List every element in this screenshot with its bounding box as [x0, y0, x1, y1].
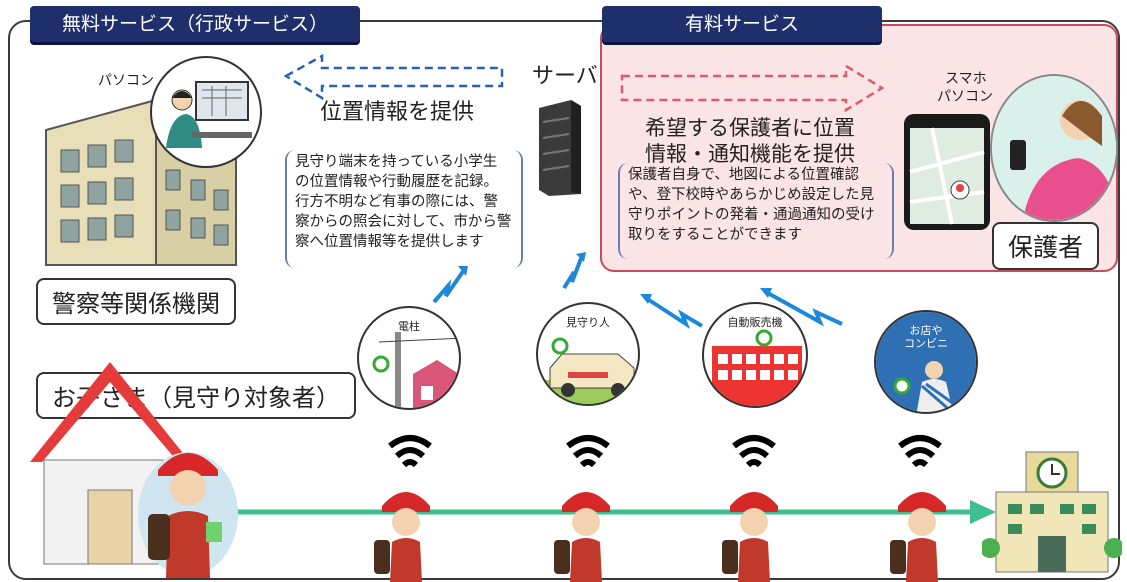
detector-label: 見守り人 [566, 316, 610, 329]
pc-label: パソコン [98, 73, 154, 89]
computer-user-icon [166, 81, 252, 148]
vending-machine-icon [712, 329, 802, 406]
child-icon [722, 492, 778, 582]
detector-label: 電柱 [398, 320, 420, 333]
police-box: 警察等関係機関 [36, 278, 236, 325]
guardian-person-icon [992, 76, 1116, 220]
police-note-line: 見守り端末を持っている小学生 [295, 154, 498, 170]
child-icon [554, 492, 610, 582]
wifi-icon [388, 435, 432, 468]
pc-operator-circle [150, 56, 262, 168]
free-service-tab: 無料サービス（行政サービス） [30, 6, 360, 42]
lightning-signal-icon [640, 294, 704, 330]
detector-label: 自動販売機 [727, 316, 783, 329]
building-icon [45, 98, 237, 266]
wifi-icon [566, 435, 610, 468]
lightning-signal-icon [562, 252, 586, 290]
wifi-icon [898, 435, 942, 468]
child-icon [890, 492, 946, 582]
guardian-headline-1: 希望する保護者に位置 [645, 116, 855, 140]
guardian-note-line: や、登下校時やあらかじめ設定した見 [628, 187, 875, 203]
child-icon [374, 492, 430, 582]
police-note-line: 察へ位置情報等を提供します [295, 234, 484, 250]
guardian-note-line: 守りポイントの発着・通過通知の受け [628, 207, 875, 223]
police-note-line: の位置情報や行動履歴を記録。 [295, 174, 498, 190]
provide-location-label: 位置情報を提供 [320, 100, 475, 125]
detector-vending-machine: 自動販売機 [702, 302, 808, 408]
detector-label: お店や コンビニ [904, 324, 948, 350]
police-note-line: 察からの照会に対して、市から警 [295, 214, 512, 230]
detector-store: お店や コンビニ [874, 310, 978, 414]
police-note-line: 行方不明など有事の際には、警 [295, 194, 498, 210]
guardian-box: 保護者 [992, 222, 1100, 270]
guardian-headline-2: 情報・通知機能を提供 [645, 142, 855, 166]
detector-utility-pole: 電柱 [357, 306, 461, 410]
guardian-note-line: 保護者自身で、地図による位置確認 [628, 167, 859, 183]
guardian-note: 保護者自身で、地図による位置確認 や、登下校時やあらかじめ設定した見 守りポイン… [618, 163, 894, 259]
wifi-icon [732, 435, 776, 468]
device-label-smartphone: スマホ [945, 71, 987, 87]
provide-arrow-left [283, 54, 504, 101]
guardian-note-line: 取りをすることができます [628, 227, 802, 243]
detector-watcher: 見守り人 [536, 302, 640, 406]
server-label: サーバ [532, 64, 598, 89]
smartphone-icon [904, 114, 990, 230]
guardian-circle [990, 74, 1118, 222]
device-label-pc: パソコン [937, 89, 993, 105]
police-note: 見守り端末を持っている小学生 の位置情報や行動履歴を記録。 行方不明など有事の際… [285, 150, 523, 268]
lightning-signal-icon [760, 288, 843, 327]
paid-service-tab: 有料サービス [602, 6, 882, 42]
server-icon [539, 100, 581, 196]
lightning-signal-icon [432, 266, 468, 304]
child-icon [138, 452, 238, 578]
school-icon [982, 451, 1122, 573]
store-clerk-icon [876, 312, 976, 412]
provide-arrow-right [620, 64, 885, 113]
